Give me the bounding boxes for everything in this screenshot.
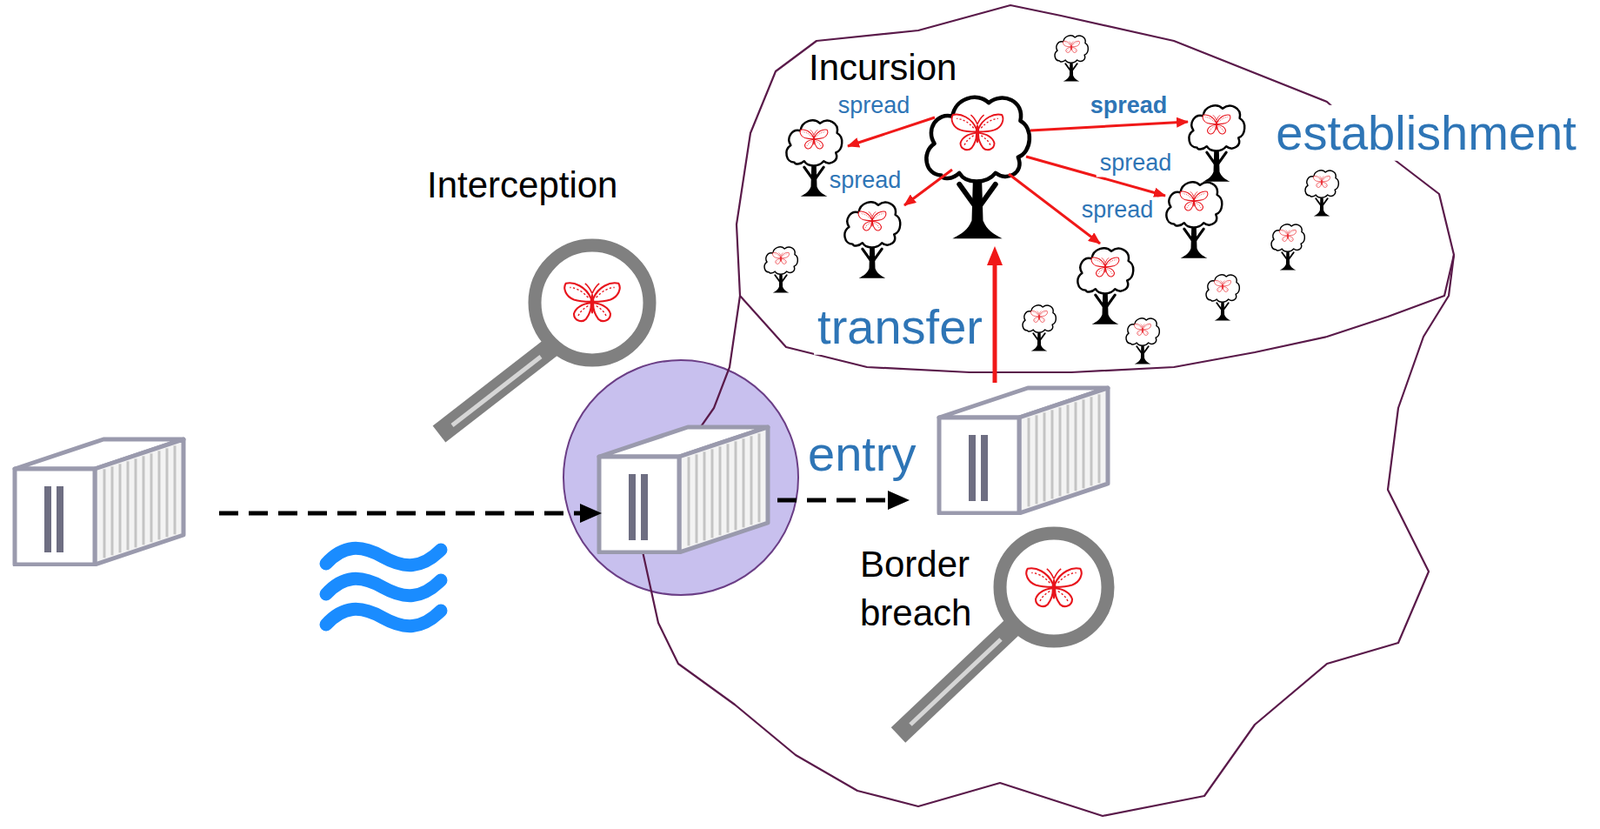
country-outline	[642, 254, 1454, 816]
magnifier-icon	[439, 245, 650, 434]
incursion-node: Incursion	[804, 43, 1040, 247]
node-label: Interception	[426, 164, 618, 207]
sea-waves	[326, 547, 441, 626]
arrow-head	[986, 246, 1003, 266]
shipping-container	[599, 426, 768, 553]
host-trees	[764, 35, 1339, 364]
dashed-arrow	[777, 490, 910, 510]
transfer-arrow	[986, 246, 1003, 383]
dashed-arrow	[219, 503, 602, 523]
label-anchor: spread	[1096, 149, 1176, 177]
spread-label: spread	[834, 92, 914, 120]
edge-label: transfer	[813, 299, 987, 355]
stage-label: establishment	[1272, 105, 1580, 161]
label-anchor: spread	[834, 92, 914, 120]
shipping-container	[939, 387, 1108, 514]
node-label: entry	[807, 426, 917, 482]
shipping-container	[14, 439, 184, 565]
spread-label: spread	[1086, 92, 1172, 120]
arrow-line	[993, 265, 998, 383]
spread-label: spread	[826, 166, 906, 194]
label-anchor: spread	[826, 166, 906, 194]
spread-label: spread	[1096, 149, 1176, 177]
entry-node: entry	[804, 382, 1109, 518]
label-anchor: transfer	[813, 299, 987, 355]
orchard-outline	[736, 5, 1454, 373]
label-anchor: spread	[1086, 92, 1172, 120]
border-breach-node: Border breach	[856, 517, 1127, 748]
label-anchor: spread	[1078, 196, 1158, 224]
incursion-tree	[926, 97, 1030, 239]
interception-node: Interception	[424, 160, 677, 448]
node-label: Incursion	[808, 46, 957, 89]
spread-label: spread	[1078, 196, 1158, 224]
node-label: Border breach	[860, 540, 987, 638]
port-circle	[563, 360, 799, 595]
label-anchor: establishment	[1272, 105, 1580, 161]
